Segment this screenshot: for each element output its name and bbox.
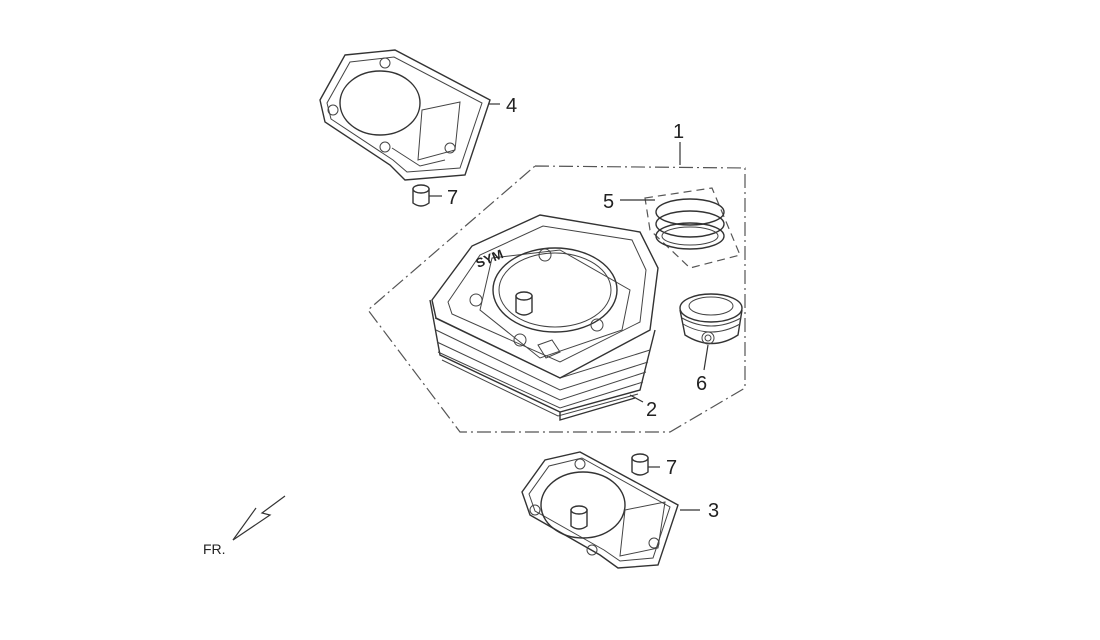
front-marker-label: FR. [203, 541, 226, 557]
callout-7-lower: 7 [666, 457, 677, 479]
front-direction-marker: FR. [203, 495, 286, 557]
piston-rings-part-5 [644, 187, 741, 269]
brand-mark: SYM [474, 246, 506, 270]
dowel-pin-part-7-lower [631, 453, 649, 476]
head-gasket-part-4 [319, 49, 491, 181]
callout-4: 4 [506, 95, 517, 117]
callout-3: 3 [708, 500, 719, 522]
piston-part-6 [679, 293, 743, 345]
callout-1: 1 [673, 121, 684, 143]
cylinder-assembly-boundary [367, 165, 746, 433]
callout-7-upper: 7 [447, 187, 458, 209]
callout-labels: 1 2 3 4 5 6 7 7 [447, 95, 719, 522]
cylinder-part-2: SYM [429, 214, 659, 421]
callout-5: 5 [603, 191, 614, 213]
callout-2: 2 [646, 399, 657, 421]
leader-lines [429, 103, 709, 511]
callout-6: 6 [696, 373, 707, 395]
dowel-pin-part-7-upper [412, 184, 430, 207]
base-gasket-part-3 [521, 451, 679, 569]
